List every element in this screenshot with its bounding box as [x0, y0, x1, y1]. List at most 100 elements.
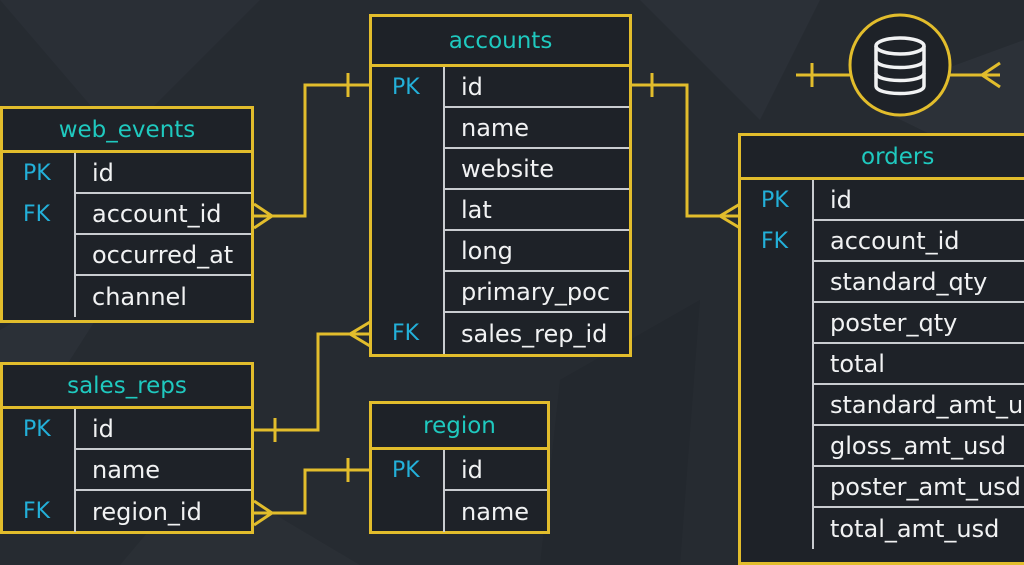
connector-region-salesreps [254, 468, 370, 515]
table-title: accounts [372, 17, 629, 67]
key-badge [741, 426, 814, 467]
column-name: long [445, 231, 629, 272]
table-row[interactable]: channel [3, 276, 251, 317]
key-badge [372, 149, 445, 190]
column-name: id [445, 450, 547, 491]
table-row[interactable]: lat [372, 190, 629, 231]
column-name: gloss_amt_usd [814, 426, 1024, 467]
database-cylinder [874, 36, 926, 96]
column-name: total_amt_usd [830, 514, 1000, 543]
table-row[interactable]: poster_qty [741, 303, 1024, 344]
connector-salesreps-accounts [254, 332, 370, 432]
key-badge [741, 467, 814, 508]
key-badge [741, 303, 814, 344]
table-row[interactable]: website [372, 149, 629, 190]
key-badge [741, 508, 814, 549]
legend-crowfoot-marker [979, 61, 1001, 89]
column-name: sales_rep_id [461, 319, 608, 348]
table-row[interactable]: name [372, 491, 547, 532]
column-name: channel [92, 282, 187, 311]
column-name: name [76, 450, 251, 491]
table-row[interactable]: total [741, 344, 1024, 385]
table-row[interactable]: poster_amt_usd [741, 467, 1024, 508]
column-name: id [76, 409, 251, 450]
column-name: primary_poc [445, 272, 629, 313]
column-name: total [814, 344, 1024, 385]
connector-accounts-web-events [254, 83, 370, 218]
key-badge [741, 344, 814, 385]
column-name: occurred_at [76, 235, 251, 276]
column-name: website [445, 149, 629, 190]
crowfoot-marker [253, 499, 275, 527]
key-badge [372, 108, 445, 149]
key-badge: FK [3, 491, 76, 532]
table-row[interactable]: standard_amt_usd [741, 385, 1024, 426]
table-title: region [372, 404, 547, 450]
column-name: account_id [814, 221, 1024, 262]
key-badge [741, 262, 814, 303]
table-row[interactable]: FK sales_rep_id [372, 313, 629, 354]
column-name: id [445, 67, 629, 108]
key-badge: FK [372, 313, 445, 354]
key-badge: FK [741, 221, 814, 262]
key-badge [3, 450, 76, 491]
table-title: web_events [3, 109, 251, 153]
table-row[interactable]: total_amt_usd [741, 508, 1024, 549]
column-name: poster_qty [814, 303, 1024, 344]
table-row[interactable]: name [3, 450, 251, 491]
key-badge: PK [3, 409, 76, 450]
column-name: standard_amt_usd [814, 385, 1024, 426]
connector-accounts-orders [630, 83, 740, 218]
table-row[interactable]: occurred_at [3, 235, 251, 276]
key-badge: PK [372, 67, 445, 108]
column-name: name [461, 497, 530, 526]
table-row[interactable]: standard_qty [741, 262, 1024, 303]
crowfoot-marker [717, 202, 741, 230]
column-name: id [76, 153, 251, 194]
column-name: poster_amt_usd [814, 467, 1024, 508]
column-name: id [814, 180, 1024, 221]
table-row[interactable]: long [372, 231, 629, 272]
table-row[interactable]: primary_poc [372, 272, 629, 313]
key-badge [372, 231, 445, 272]
table-row[interactable]: FK region_id [3, 491, 251, 532]
table-row[interactable]: name [372, 108, 629, 149]
key-badge [372, 272, 445, 313]
key-badge [3, 276, 76, 317]
column-name: region_id [92, 497, 202, 526]
key-badge: FK [3, 194, 76, 235]
column-name: name [445, 108, 629, 149]
column-name: lat [445, 190, 629, 231]
table-title: sales_reps [3, 365, 251, 409]
key-badge [372, 190, 445, 231]
database-icon [848, 13, 952, 117]
key-badge [741, 385, 814, 426]
crowfoot-marker [347, 320, 371, 348]
key-badge: PK [372, 450, 445, 491]
key-badge: PK [741, 180, 814, 221]
key-badge [372, 491, 445, 532]
key-badge [3, 235, 76, 276]
table-row[interactable]: gloss_amt_usd [741, 426, 1024, 467]
table-title: orders [741, 136, 1024, 180]
column-name: account_id [76, 194, 251, 235]
key-badge: PK [3, 153, 76, 194]
